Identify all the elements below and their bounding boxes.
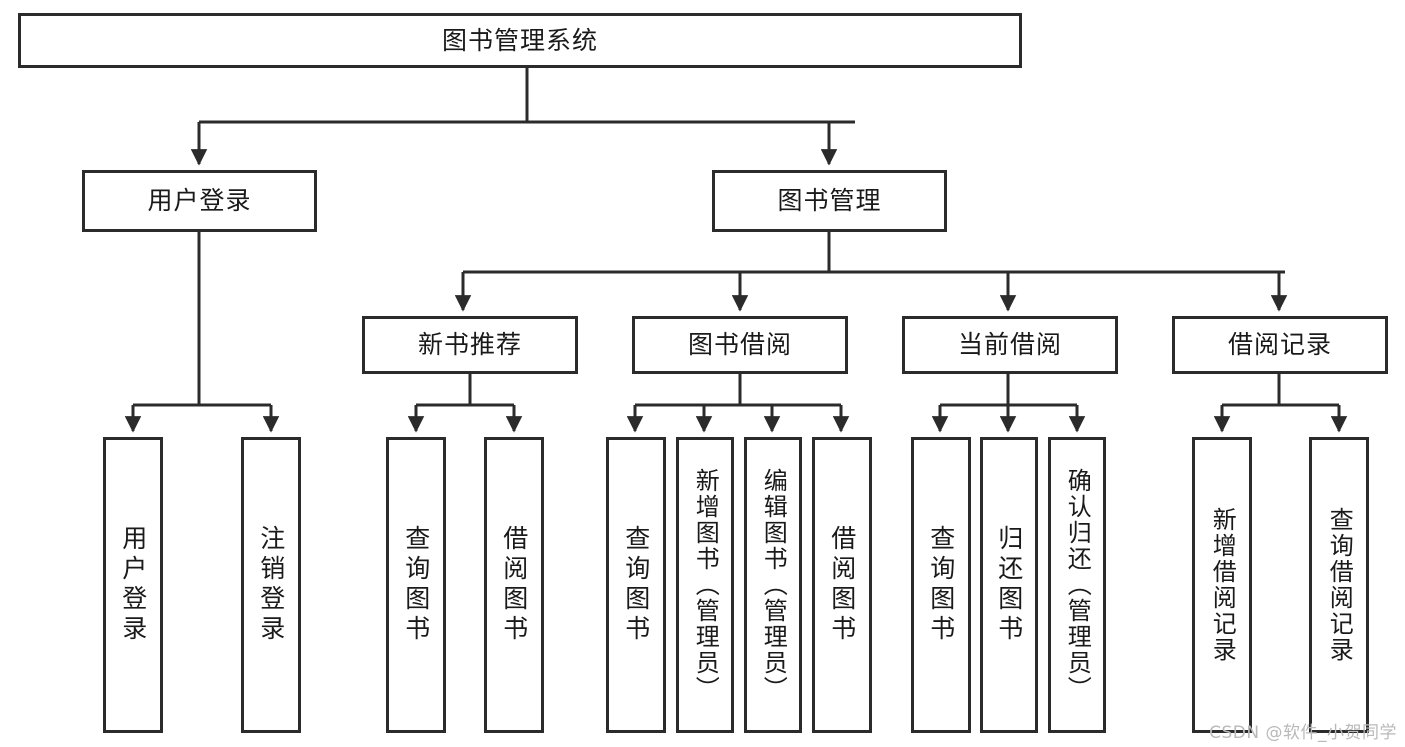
node-label: 归还图书 bbox=[994, 525, 1024, 645]
node-user-login[interactable]: 用户登录 bbox=[82, 170, 317, 232]
leaf-book-borrow-edit-admin[interactable]: 编辑图书（管理员） bbox=[744, 437, 802, 733]
node-root-book-management-system[interactable]: 图书管理系统 bbox=[18, 13, 1022, 68]
node-label: 确认归还（管理员） bbox=[1063, 468, 1092, 702]
node-label: 用户登录 bbox=[118, 525, 148, 645]
leaf-book-borrow-add-admin[interactable]: 新增图书（管理员） bbox=[676, 437, 734, 733]
leaf-borrow-record-add[interactable]: 新增借阅记录 bbox=[1192, 437, 1252, 733]
node-label: 新增借阅记录 bbox=[1208, 507, 1237, 663]
node-label: 借阅图书 bbox=[827, 525, 857, 645]
leaf-new-book-borrow[interactable]: 借阅图书 bbox=[484, 437, 544, 733]
node-label: 注销登录 bbox=[256, 525, 286, 645]
node-label: 新增图书（管理员） bbox=[691, 468, 720, 702]
node-label: 查询图书 bbox=[401, 525, 431, 645]
node-label: 图书管理 bbox=[777, 186, 882, 216]
leaf-book-borrow-borrow[interactable]: 借阅图书 bbox=[812, 437, 872, 733]
node-label: 查询借阅记录 bbox=[1325, 507, 1354, 663]
leaf-current-borrow-return[interactable]: 归还图书 bbox=[980, 437, 1038, 733]
node-borrow-record[interactable]: 借阅记录 bbox=[1172, 316, 1388, 374]
node-label: 当前借阅 bbox=[957, 330, 1062, 360]
csdn-watermark: CSDN @软件_小贺同学 bbox=[1209, 723, 1397, 743]
node-label: 查询图书 bbox=[926, 525, 956, 645]
leaf-user-login-logout[interactable]: 注销登录 bbox=[241, 437, 301, 733]
node-book-management[interactable]: 图书管理 bbox=[712, 170, 947, 232]
node-book-borrow[interactable]: 图书借阅 bbox=[632, 316, 848, 374]
node-label: 编辑图书（管理员） bbox=[759, 468, 788, 702]
leaf-new-book-query[interactable]: 查询图书 bbox=[386, 437, 446, 733]
node-label: 借阅图书 bbox=[499, 525, 529, 645]
node-label: 图书管理系统 bbox=[441, 25, 598, 55]
leaf-current-borrow-query[interactable]: 查询图书 bbox=[911, 437, 971, 733]
leaf-user-login-login[interactable]: 用户登录 bbox=[103, 437, 163, 733]
leaf-current-borrow-confirm-admin[interactable]: 确认归还（管理员） bbox=[1048, 437, 1106, 733]
leaf-book-borrow-query[interactable]: 查询图书 bbox=[606, 437, 666, 733]
node-current-borrow[interactable]: 当前借阅 bbox=[902, 316, 1118, 374]
node-label: 用户登录 bbox=[147, 186, 252, 216]
leaf-borrow-record-query[interactable]: 查询借阅记录 bbox=[1309, 437, 1369, 733]
node-label: 新书推荐 bbox=[417, 330, 522, 360]
node-label: 借阅记录 bbox=[1227, 330, 1332, 360]
node-label: 查询图书 bbox=[621, 525, 651, 645]
node-label: 图书借阅 bbox=[687, 330, 792, 360]
node-new-book-recommend[interactable]: 新书推荐 bbox=[362, 316, 578, 374]
